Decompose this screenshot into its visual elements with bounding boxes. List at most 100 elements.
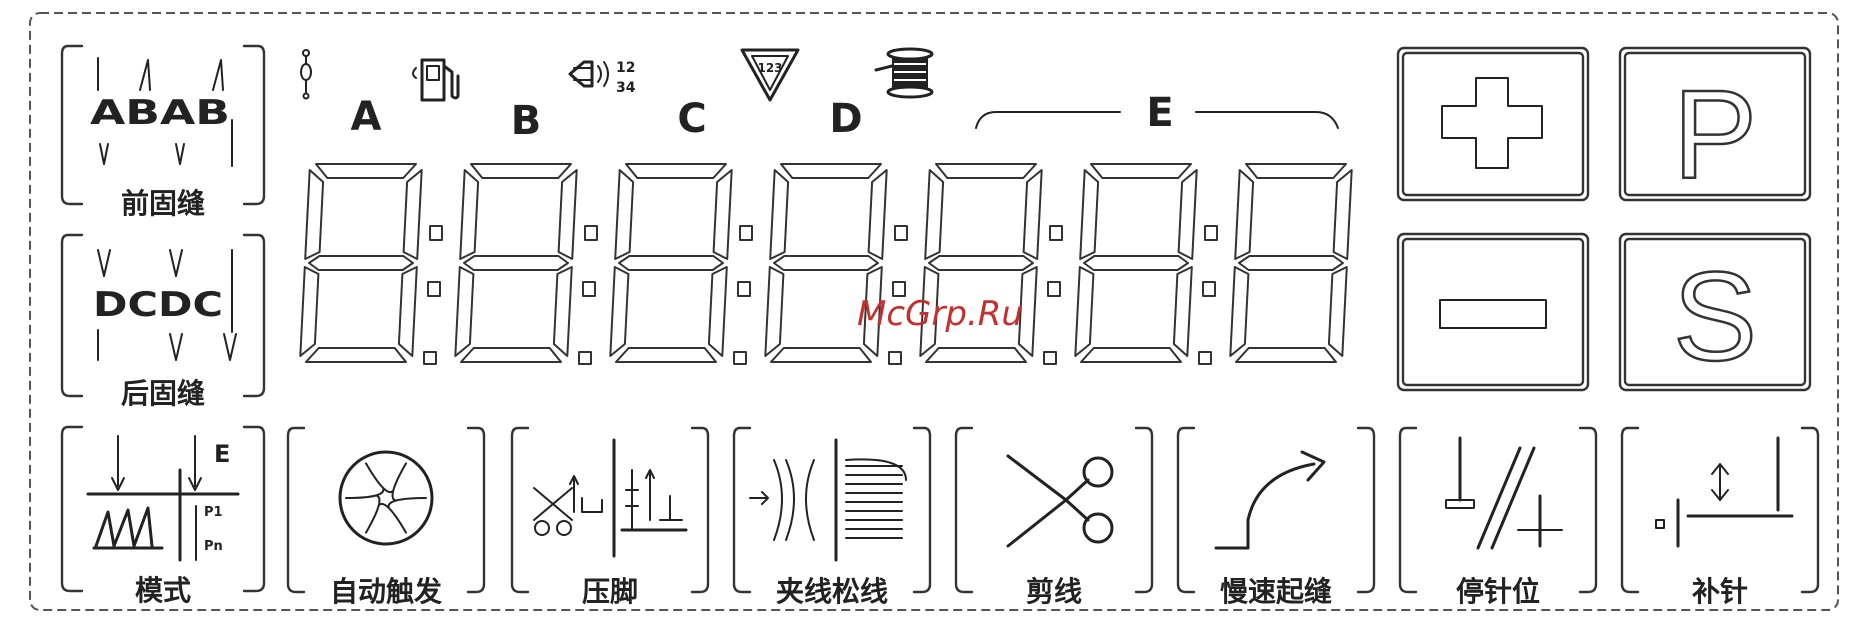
digit-segment	[929, 256, 1033, 270]
display-digit	[765, 164, 907, 364]
colon-dot-lower	[583, 282, 595, 296]
digit-segment	[309, 256, 413, 270]
display-digit	[300, 164, 442, 364]
colon-dot-upper	[895, 226, 907, 240]
scissors-icon	[1008, 456, 1112, 546]
colon-dot-upper	[585, 226, 597, 240]
indicator-d: D	[829, 96, 862, 142]
digit-segment	[1024, 170, 1042, 259]
colon-dot-lower	[428, 282, 440, 296]
seven-segment-display	[300, 164, 1351, 364]
decimal-point	[579, 352, 591, 364]
indicator-e: E	[1146, 90, 1173, 136]
digit-segment	[1081, 348, 1181, 362]
mode-icon: E P1 Pn	[88, 436, 238, 560]
digit-segment	[464, 256, 568, 270]
auto-trigger-button[interactable]: 自动触发	[288, 428, 484, 608]
digit-segment	[305, 170, 323, 259]
digit-segment	[1329, 267, 1347, 356]
decimal-point	[734, 352, 746, 364]
colon-dot-upper	[740, 226, 752, 240]
digit-segment	[714, 170, 732, 259]
mode-button[interactable]: E P1 Pn 模式	[62, 427, 264, 607]
digit-segment	[615, 170, 633, 259]
decimal-point	[889, 352, 901, 364]
digit-segment	[471, 164, 571, 178]
digit-segment	[616, 348, 716, 362]
indicator-c: C	[677, 96, 706, 142]
s-button[interactable]: S	[1620, 234, 1810, 390]
digit-segment	[1084, 256, 1188, 270]
digit-segment	[306, 348, 406, 362]
back-tack-button[interactable]: DCDC 后固缝	[62, 235, 264, 410]
digit-segment	[1080, 170, 1098, 259]
plus-button[interactable]	[1398, 48, 1588, 200]
speaker-mark-top: 12	[616, 60, 635, 76]
digit-segment	[461, 348, 561, 362]
indicator-a: A	[351, 94, 382, 140]
back-tack-label: 后固缝	[121, 377, 205, 410]
trim-thread-button[interactable]: 剪线	[956, 428, 1152, 608]
minus-button[interactable]	[1398, 234, 1588, 390]
watermark: McGrp.Ru	[857, 294, 1023, 334]
colon-dot-upper	[430, 226, 442, 240]
digit-segment	[765, 267, 783, 356]
trim-thread-label: 剪线	[1026, 575, 1082, 608]
thread-clamp-button[interactable]: 夹线松线	[734, 428, 930, 608]
digit-segment	[1235, 170, 1253, 259]
digit-segment	[1230, 267, 1248, 356]
slow-start-arrow-icon	[1216, 452, 1324, 548]
needle-compensation-icon	[1656, 438, 1792, 546]
digit-segment	[554, 267, 572, 356]
digit-segment	[460, 170, 478, 259]
digit-segment	[869, 170, 887, 259]
slow-start-button[interactable]: 慢速起缝	[1178, 428, 1374, 608]
digit-segment	[1174, 267, 1192, 356]
mode-p1-mark: P1	[204, 505, 223, 520]
display-digit	[455, 164, 597, 364]
colon-dot-lower	[738, 282, 750, 296]
p-key-label: P	[1673, 64, 1757, 205]
needle-thread-icon	[301, 50, 311, 99]
digit-segment	[774, 256, 878, 270]
display-digit	[920, 164, 1062, 364]
e-bracket-left	[976, 112, 1120, 128]
digit-segment	[455, 267, 473, 356]
display-digit	[610, 164, 752, 364]
front-tack-button[interactable]: ABAB 前固缝	[62, 46, 264, 220]
mode-pn-mark: Pn	[204, 539, 223, 554]
colon-dot-lower	[1048, 282, 1060, 296]
decimal-point	[424, 352, 436, 364]
thread-clamp-icon	[750, 440, 906, 560]
p-button[interactable]: P	[1620, 48, 1810, 205]
digit-segment	[709, 267, 727, 356]
triangle-counter-icon: 123	[742, 50, 798, 100]
digit-segment	[404, 170, 422, 259]
front-tack-label: 前固缝	[121, 187, 205, 220]
bottom-key-row: 自动触发压脚夹线松线 剪线 慢速起缝停针位补针	[288, 428, 1818, 608]
digit-segment	[936, 164, 1036, 178]
decimal-point	[1044, 352, 1056, 364]
mode-e-mark: E	[214, 440, 230, 468]
front-tack-icon: ABAB	[90, 58, 232, 166]
digit-segment	[300, 267, 318, 356]
display-digit	[1230, 164, 1351, 362]
digit-segment	[1091, 164, 1191, 178]
triangle-mark: 123	[757, 61, 782, 75]
colon-dot-upper	[1050, 226, 1062, 240]
speaker-mark-bottom: 34	[616, 80, 636, 96]
needle-compensation-button[interactable]: 补针	[1622, 428, 1818, 608]
plus-icon	[1442, 78, 1542, 168]
decimal-point	[1199, 352, 1211, 364]
swirl-icon	[340, 452, 432, 544]
presser-foot-button[interactable]: 压脚	[512, 428, 708, 608]
thread-clamp-label: 夹线松线	[776, 575, 888, 608]
digit-segment	[1239, 256, 1343, 270]
digit-segment	[316, 164, 416, 178]
needle-compensation-label: 补针	[1692, 575, 1748, 608]
needle-stop-position-button[interactable]: 停针位	[1400, 428, 1596, 608]
digit-segment	[1075, 267, 1093, 356]
oil-pump-icon	[413, 60, 458, 100]
digit-segment	[610, 267, 628, 356]
